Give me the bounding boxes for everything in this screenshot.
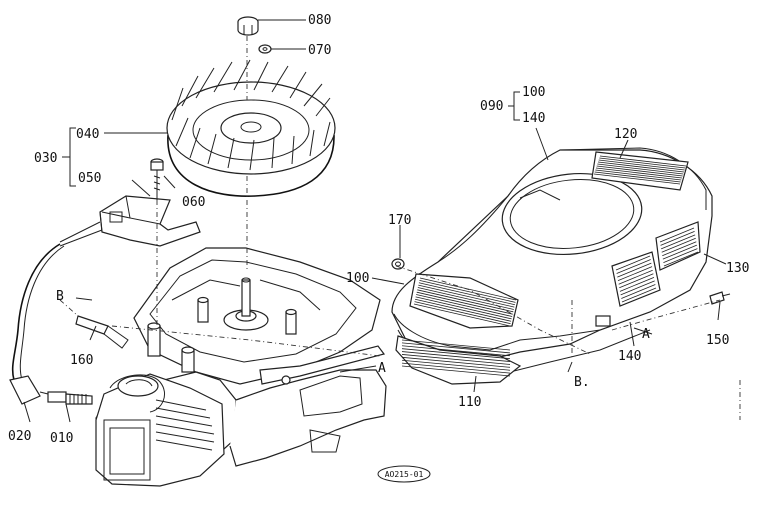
grille-hatch-line — [401, 365, 511, 377]
grille-hatch-line — [401, 339, 511, 351]
grille-hatch-line — [401, 354, 511, 365]
label-040: 040 — [76, 127, 99, 142]
label-090: 090 — [480, 99, 503, 114]
coil-bolt — [150, 158, 164, 200]
grille-hatch-line — [617, 266, 653, 282]
grille-hatch-line — [401, 351, 511, 362]
label-060: 060 — [182, 195, 205, 210]
housing-tab — [595, 315, 611, 327]
mark-b-cover: B. — [574, 375, 590, 390]
label-110: 110 — [458, 395, 481, 410]
grille-hatch-line — [593, 173, 681, 185]
grille-hatch-line — [599, 155, 687, 167]
grille-hatch-line — [617, 262, 652, 278]
flywheel — [166, 59, 336, 197]
mark-a-right: A — [378, 361, 386, 376]
grille-hatch-line — [414, 301, 511, 325]
grille-hatch-line — [418, 282, 515, 306]
label-120: 120 — [614, 127, 637, 142]
label-030: 030 — [34, 151, 57, 166]
grille-hatch-line — [418, 284, 515, 308]
drawing-id-oval — [377, 465, 431, 483]
grille-hatch-line — [597, 163, 684, 175]
leader-lines — [23, 19, 727, 423]
label-130: 130 — [726, 261, 749, 276]
grille-hatch-line — [597, 161, 685, 173]
spark-plug-cap — [9, 375, 49, 405]
drawing-id: AO215-01 — [385, 470, 424, 479]
grille-hatch-line — [659, 227, 695, 243]
grille-hatch-line — [413, 303, 511, 327]
spark-plug-lead — [11, 243, 65, 381]
label-140-bottom: 140 — [618, 349, 641, 364]
grille-hatch-line — [401, 342, 511, 354]
grille-hatch-line — [595, 169, 682, 181]
grille-hatch-line — [416, 294, 513, 317]
grille-hatch-line — [415, 296, 512, 320]
housing-bolt — [709, 291, 731, 305]
grille-hatch-line — [596, 165, 683, 177]
flywheel-nut — [237, 16, 259, 36]
label-020: 020 — [8, 429, 31, 444]
grille-hatch-line — [662, 244, 698, 260]
grille-hatch-line — [663, 248, 698, 263]
grille-hatch-line — [415, 298, 512, 322]
housing-nut — [391, 258, 405, 270]
grille-hatch-line — [660, 234, 696, 250]
grille-hatch-line — [419, 279, 516, 303]
grille-hatch-line — [660, 231, 695, 246]
label-160: 160 — [70, 353, 93, 368]
grille-hatch-line — [618, 269, 653, 285]
grille-hatch-line — [401, 362, 511, 374]
grille-hatch-line — [598, 159, 685, 171]
label-100-left: 100 — [346, 271, 369, 286]
grille-hatch-line — [615, 255, 651, 271]
label-140-top: 140 — [522, 111, 545, 126]
wire-clamp — [75, 315, 129, 349]
engine-block — [95, 247, 387, 487]
grille-hatch-line — [594, 171, 681, 183]
ignition-coil — [59, 195, 201, 247]
mark-a-cover: A — [642, 327, 650, 342]
grille-hatch-line — [595, 167, 683, 179]
grille-hatch-line — [616, 259, 651, 274]
label-050: 050 — [78, 171, 101, 186]
grille-hatch-line — [621, 284, 656, 299]
grille-hatch-line — [621, 287, 657, 303]
grille-hatch-line — [401, 359, 511, 371]
label-170: 170 — [388, 213, 411, 228]
grille-hatch-line — [416, 291, 513, 315]
grille-hatch-line — [619, 276, 655, 292]
flywheel-washer — [258, 44, 272, 54]
label-070: 070 — [308, 43, 331, 58]
grille-hatch-line — [620, 280, 655, 296]
grille-hatch-line — [599, 157, 686, 169]
mark-b-left: B — [56, 289, 64, 304]
center-lines — [59, 36, 741, 420]
label-010: 010 — [50, 431, 73, 446]
label-100-top: 100 — [522, 85, 545, 100]
grille-hatch-line — [619, 273, 654, 289]
grille-hatch-line — [417, 289, 514, 313]
grille-hatch-line — [662, 241, 697, 257]
label-150: 150 — [706, 333, 729, 348]
grille-hatch-line — [663, 251, 699, 267]
grille-hatch-line — [401, 356, 511, 368]
grille-side — [611, 251, 661, 307]
grille-hatch-line — [401, 345, 511, 357]
grille-hatch-line — [661, 237, 696, 253]
spark-plug — [47, 391, 93, 405]
part-labels: 080 070 040 030 050 060 100 090 140 120 … — [8, 13, 749, 483]
grille-hatch-line — [401, 348, 511, 360]
label-080: 080 — [308, 13, 331, 28]
